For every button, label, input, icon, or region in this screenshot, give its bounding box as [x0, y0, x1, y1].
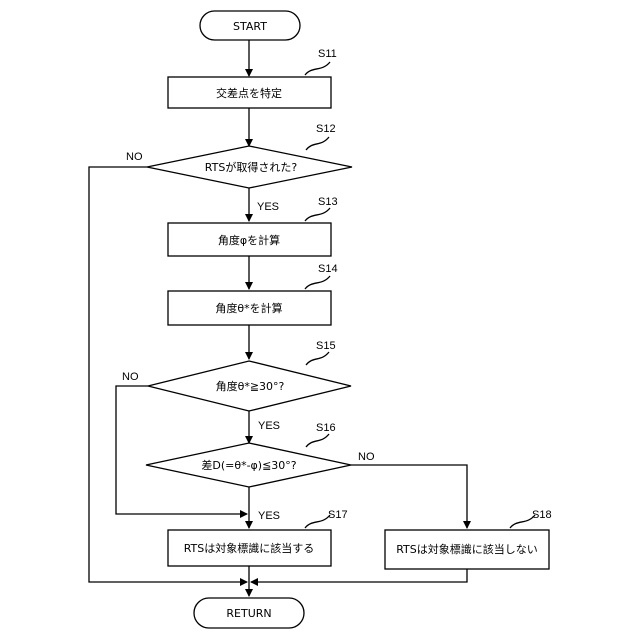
s17-leader: [305, 515, 330, 528]
s12-no-label: NO: [126, 151, 143, 163]
s12-yes-label: YES: [257, 201, 279, 213]
s13-id: S13: [318, 196, 338, 208]
step-s13: 角度φを計算 S13: [168, 196, 338, 256]
s16-leader: [306, 434, 329, 447]
step-s16: 差D(=θ*-φ)≦30°? S16 NO YES: [146, 422, 375, 522]
s15-id: S15: [316, 340, 336, 352]
s15-text: 角度θ*≧30°?: [216, 379, 285, 393]
s17-id: S17: [328, 509, 348, 521]
step-s14: 角度θ*を計算 S14: [168, 263, 338, 325]
start-label: START: [233, 20, 267, 33]
s14-id: S14: [318, 263, 338, 275]
return-terminal: RETURN: [194, 598, 304, 628]
s15-no-label: NO: [122, 371, 139, 383]
s15-yes-label: YES: [258, 420, 280, 432]
step-s18: RTSは対象標識に該当しない S18: [385, 509, 552, 569]
s11-text: 交差点を特定: [216, 86, 282, 100]
s13-text: 角度φを計算: [218, 233, 280, 247]
s13-leader: [305, 208, 330, 221]
s11-id: S11: [318, 48, 337, 60]
s17-text: RTSは対象標識に該当する: [184, 541, 315, 555]
s12-text: RTSが取得された?: [205, 160, 298, 174]
s16-yes-label: YES: [258, 510, 280, 522]
s11-leader: [305, 62, 330, 75]
step-s15: 角度θ*≧30°? S15 NO YES: [122, 340, 351, 432]
return-label: RETURN: [226, 607, 271, 620]
arrow-s16-no: [351, 465, 467, 528]
s16-id: S16: [316, 422, 336, 434]
s14-text: 角度θ*を計算: [215, 301, 282, 315]
s18-id: S18: [532, 509, 552, 521]
s16-text: 差D(=θ*-φ)≦30°?: [201, 458, 296, 472]
arrow-s18-return: [251, 569, 467, 582]
step-s11: 交差点を特定 S11: [168, 48, 337, 108]
s15-leader: [306, 352, 329, 365]
s12-id: S12: [316, 123, 336, 135]
s12-leader: [306, 137, 329, 150]
s14-leader: [305, 276, 330, 289]
s16-no-label: NO: [358, 451, 375, 463]
start-terminal: START: [200, 11, 300, 40]
s18-text: RTSは対象標識に該当しない: [396, 542, 538, 556]
